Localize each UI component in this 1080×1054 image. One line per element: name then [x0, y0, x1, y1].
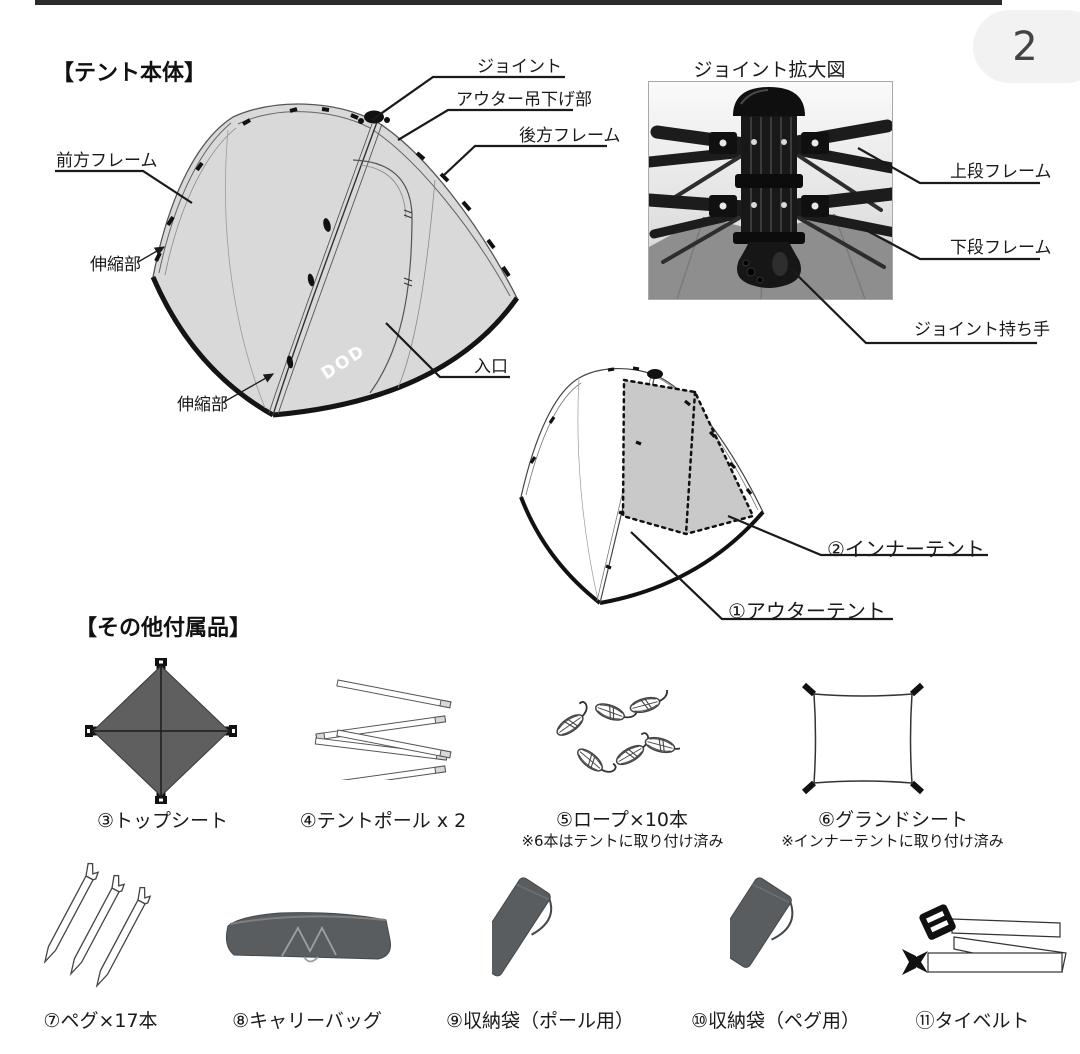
label-entrance: 入口 — [474, 357, 508, 377]
label-front-frame: 前方フレーム — [56, 151, 158, 171]
label-lower-frame: 下段フレーム — [950, 238, 1052, 258]
section-heading-tent-body: 【テント本体】 — [52, 61, 207, 86]
tent-layers-diagram — [519, 366, 765, 605]
label-stretch-upper: 伸縮部 — [90, 255, 141, 275]
label-upper-frame: 上段フレーム — [950, 162, 1052, 182]
inner-tent-shape — [621, 378, 755, 536]
item-label-pole-bag: ⑨収納袋（ポール用） — [445, 1010, 635, 1032]
label-joint: ジョイント — [477, 57, 562, 77]
peg-bag-icon — [730, 877, 794, 968]
joint-blob — [364, 110, 384, 124]
page-number-badge: 2 — [973, 10, 1080, 83]
item-label-peg-bag: ⑩収納袋（ペグ用） — [690, 1010, 861, 1032]
joint-detail-title: ジョイント拡大図 — [693, 59, 846, 81]
ropes-icon — [549, 690, 680, 783]
item-note-groundsheet: ※インナーテントに取り付け済み — [781, 832, 1004, 850]
item-label-tiebelt: ⑪タイベルト — [915, 1010, 1030, 1032]
item-label-carrybag: ⑧キャリーバッグ — [232, 1010, 382, 1032]
label-outer-hang: アウター吊下げ部 — [456, 90, 592, 110]
item-label-ropes: ⑤ロープ×10本 — [556, 809, 688, 831]
item-label-topsheet: ③トップシート — [96, 810, 229, 832]
joint-handle-bulb — [737, 242, 801, 288]
pole-bag-icon — [492, 877, 553, 977]
section-heading-accessories: 【その他付属品】 — [75, 616, 252, 641]
item-label-poles: ④テントポール x 2 — [299, 810, 467, 832]
tiebelt-icon — [902, 904, 1067, 975]
joint-photo-frame — [642, 81, 899, 300]
poles-icon — [314, 679, 452, 780]
joint-photo — [642, 82, 899, 300]
frame-clips-2 — [529, 366, 753, 570]
label-joint-handle: ジョイント持ち手 — [914, 320, 1050, 340]
page-number: 2 — [1012, 23, 1038, 70]
item-label-groundsheet: ⑥グランドシート — [817, 809, 969, 831]
side-release-buckle — [902, 949, 928, 975]
hinge-plates — [709, 132, 829, 217]
groundsheet-icon — [801, 682, 925, 795]
item-label-pegs: ⑦ペグ×17本 — [43, 1010, 158, 1032]
label-rear-frame: 後方フレーム — [519, 126, 621, 146]
top-divider — [35, 0, 1002, 5]
pegs-icon — [37, 861, 155, 990]
carrybag-icon — [226, 912, 391, 963]
ladder-buckle — [919, 904, 956, 940]
topsheet-icon — [85, 658, 237, 804]
label-outer-tent: ①アウターテント — [728, 599, 886, 623]
item-note-ropes: ※6本はテントに取り付け済み — [521, 832, 724, 850]
label-inner-tent: ②インナーテント — [827, 537, 985, 561]
label-stretch-lower: 伸縮部 — [177, 395, 228, 415]
